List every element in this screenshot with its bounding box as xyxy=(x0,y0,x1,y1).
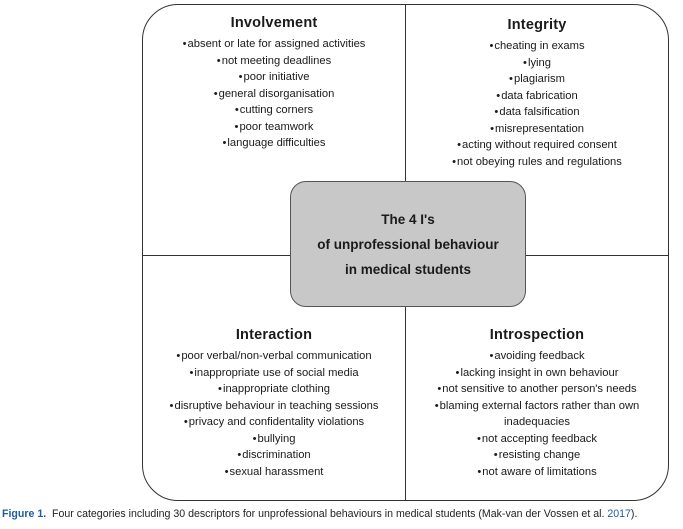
descriptor-item: not accepting feedback xyxy=(406,431,668,448)
descriptor-item: blaming external factors rather than own… xyxy=(406,398,668,431)
descriptor-list: cheating in examslyingplagiarismdata fab… xyxy=(406,38,668,170)
descriptor-item: bullying xyxy=(143,431,405,448)
descriptor-item: privacy and confidentality violations xyxy=(143,414,405,431)
descriptor-item: sexual harassment xyxy=(143,464,405,481)
descriptor-item: cutting corners xyxy=(143,102,405,119)
reference-year-link[interactable]: 2017 xyxy=(607,508,631,520)
descriptor-item: not meeting deadlines xyxy=(143,53,405,70)
descriptor-item: poor teamwork xyxy=(143,119,405,136)
figure-label: Figure 1. xyxy=(2,508,47,520)
descriptor-item: data fabrication xyxy=(406,88,668,105)
figure-caption: Figure 1. Four categories including 30 d… xyxy=(2,508,682,520)
descriptor-item: misrepresentation xyxy=(406,121,668,138)
descriptor-list: poor verbal/non-verbal communicationinap… xyxy=(143,348,405,480)
descriptor-item: lacking insight in own behaviour xyxy=(406,365,668,382)
descriptor-item: language difficulties xyxy=(143,135,405,152)
descriptor-item: not aware of limitations xyxy=(406,464,668,481)
descriptor-item: cheating in exams xyxy=(406,38,668,55)
quadrant-integrity: Integrity cheating in examslyingplagiari… xyxy=(406,17,668,170)
quadrant-title: Introspection xyxy=(489,327,585,343)
descriptor-item: absent or late for assigned activities xyxy=(143,36,405,53)
center-line-2: of unprofessional behaviour xyxy=(317,236,499,252)
descriptor-item: general disorganisation xyxy=(143,86,405,103)
descriptor-item: inappropriate clothing xyxy=(143,381,405,398)
descriptor-item: resisting change xyxy=(406,447,668,464)
descriptor-item: not obeying rules and regulations xyxy=(406,154,668,171)
descriptor-item: poor verbal/non-verbal communication xyxy=(143,348,405,365)
descriptor-item: data falsification xyxy=(406,104,668,121)
descriptor-item: inappropriate use of social media xyxy=(143,365,405,382)
descriptor-list: avoiding feedbacklacking insight in own … xyxy=(406,348,668,480)
quadrant-diagram: Involvement absent or late for assigned … xyxy=(142,4,669,501)
descriptor-item: discrimination xyxy=(143,447,405,464)
center-line-1: The 4 I's xyxy=(381,211,435,227)
descriptor-item: not sensitive to another person's needs xyxy=(406,381,668,398)
quadrant-interaction: Interaction poor verbal/non-verbal commu… xyxy=(143,327,405,480)
center-title-box: The 4 I's of unprofessional behaviour in… xyxy=(290,181,526,307)
descriptor-item: avoiding feedback xyxy=(406,348,668,365)
quadrant-introspection: Introspection avoiding feedbacklacking i… xyxy=(406,327,668,480)
center-line-3: in medical students xyxy=(344,261,472,277)
descriptor-item: plagiarism xyxy=(406,71,668,88)
quadrant-title: Involvement xyxy=(230,15,318,31)
quadrant-title: Interaction xyxy=(235,327,313,343)
descriptor-item: lying xyxy=(406,55,668,72)
caption-text: Four categories including 30 descriptors… xyxy=(52,508,608,520)
descriptor-item: poor initiative xyxy=(143,69,405,86)
descriptor-item: disruptive behaviour in teaching session… xyxy=(143,398,405,415)
quadrant-title: Integrity xyxy=(507,17,567,33)
quadrant-involvement: Involvement absent or late for assigned … xyxy=(143,15,405,152)
descriptor-list: absent or late for assigned activitiesno… xyxy=(143,36,405,152)
descriptor-item: acting without required consent xyxy=(406,137,668,154)
caption-end: ). xyxy=(630,508,638,520)
